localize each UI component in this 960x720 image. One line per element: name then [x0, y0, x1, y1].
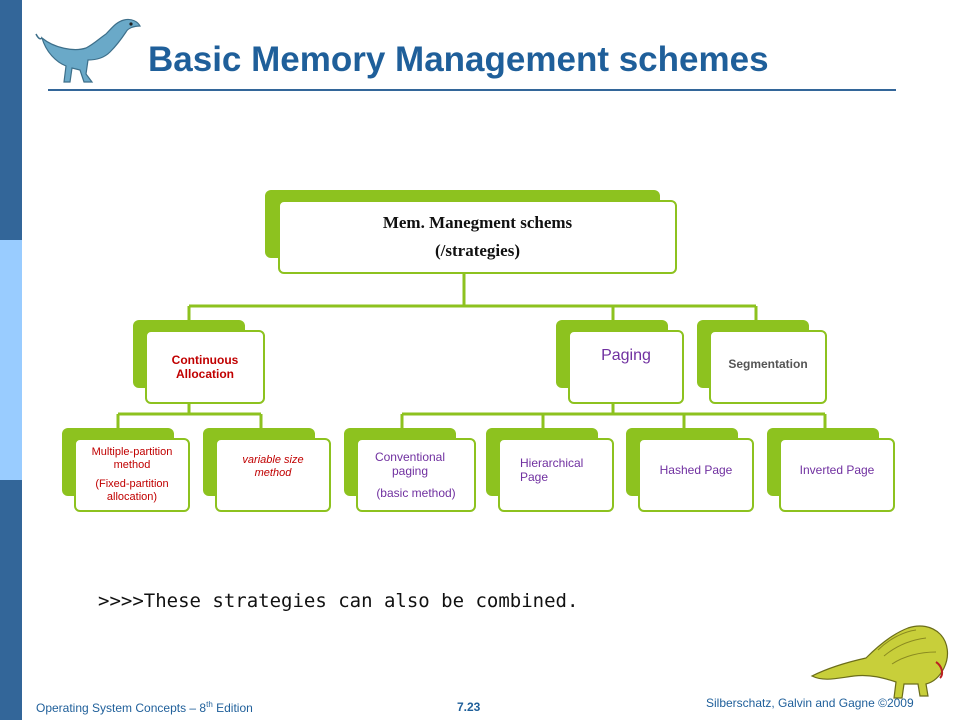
- continuous-label-line1: Continuous: [171, 352, 239, 367]
- node-box: Segmentation: [709, 330, 827, 404]
- segmentation-label: Segmentation: [728, 356, 808, 371]
- footer-edition-sup: th: [206, 700, 213, 709]
- node-box: variable size method: [215, 438, 331, 512]
- paging-label: Paging: [601, 346, 651, 364]
- variable-size-line2: method: [254, 467, 292, 479]
- node-multiple-partition: Multiple-partition method (Fixed-partiti…: [62, 428, 190, 512]
- footer-edition: Operating System Concepts – 8th Edition: [36, 700, 253, 715]
- combination-note: >>>>These strategies can also be combine…: [98, 590, 579, 612]
- multiple-partition-line3: (Fixed-partition: [95, 478, 169, 490]
- multiple-partition-line1: Multiple-partition: [91, 446, 173, 459]
- node-paging: Paging: [556, 320, 684, 404]
- node-box: Multiple-partition method (Fixed-partiti…: [74, 438, 190, 512]
- node-box: Conventional paging (basic method): [356, 438, 476, 512]
- multiple-partition-line4: allocation): [106, 490, 158, 503]
- node-hashed-page: Hashed Page: [626, 428, 754, 512]
- node-box: Hashed Page: [638, 438, 754, 512]
- node-box: Inverted Page: [779, 438, 895, 512]
- node-segmentation: Segmentation: [697, 320, 827, 404]
- node-conventional-paging: Conventional paging (basic method): [344, 428, 476, 512]
- conventional-line2: paging: [391, 463, 429, 478]
- hashed-page-label: Hashed Page: [659, 462, 733, 477]
- inverted-page-label: Inverted Page: [799, 462, 875, 477]
- node-box: Paging: [568, 330, 684, 404]
- node-box: Continuous Allocation: [145, 330, 265, 404]
- variable-size-line1: variable size: [242, 454, 304, 467]
- root-label-line1: Mem. Manegment schems: [382, 212, 573, 232]
- conventional-line3: (basic method): [376, 486, 456, 501]
- root-node-box: Mem. Manegment schems (/strategies): [278, 200, 677, 274]
- footer-edition-prefix: Operating System Concepts – 8: [36, 701, 207, 715]
- title-divider: [48, 89, 896, 91]
- footer-copyright: Silberschatz, Galvin and Gagne ©2009: [706, 696, 914, 710]
- node-continuous-allocation: Continuous Allocation: [133, 320, 265, 404]
- node-variable-size: variable size method: [203, 428, 331, 512]
- root-node: Mem. Manegment schems (/strategies): [265, 190, 677, 276]
- hierarchical-line2: Page: [520, 470, 549, 484]
- dinosaur-logo-bottom: [810, 625, 949, 699]
- footer-edition-suffix: Edition: [212, 701, 253, 715]
- root-label-line2: (/strategies): [435, 241, 520, 260]
- dinosaur-logo-top: [35, 18, 141, 83]
- multiple-partition-line2: method: [113, 459, 151, 472]
- node-box: Hierarchical Page: [498, 438, 614, 512]
- node-inverted-page: Inverted Page: [767, 428, 895, 512]
- hierarchical-line1: Hierarchical: [520, 455, 584, 470]
- slide-title: Basic Memory Management schemes: [148, 40, 769, 79]
- sidebar-segment-light: [0, 240, 22, 480]
- footer-page-number: 7.23: [457, 700, 481, 714]
- conventional-line1: Conventional: [374, 449, 446, 464]
- sidebar-band: [0, 0, 22, 720]
- continuous-label-line2: Allocation: [175, 367, 234, 381]
- node-hierarchical-page: Hierarchical Page: [486, 428, 614, 512]
